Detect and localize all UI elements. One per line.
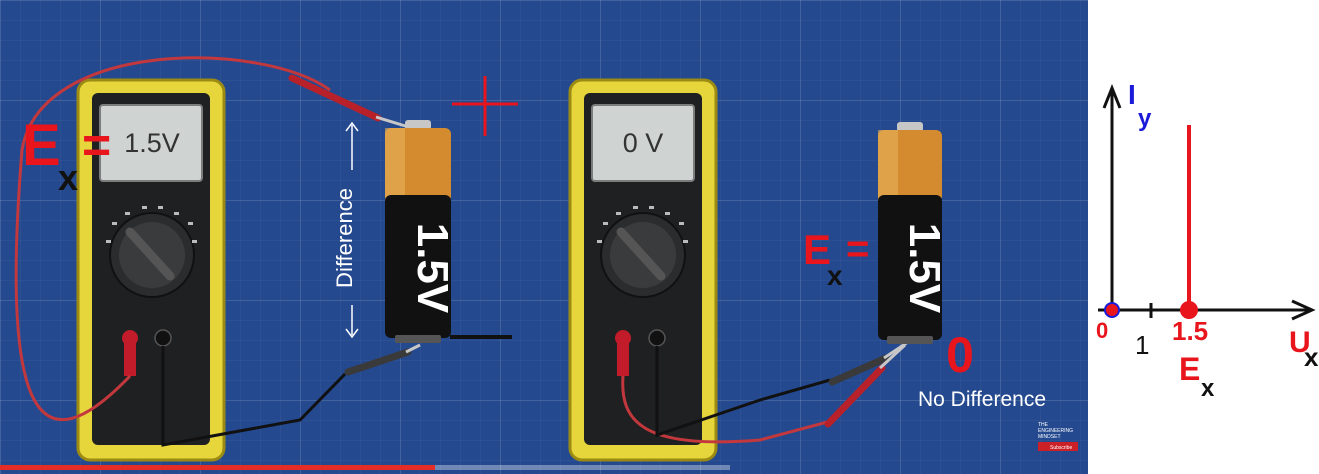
- left-battery: 1.5V: [385, 120, 457, 343]
- y-axis-label: I y: [1128, 79, 1152, 132]
- circuit-illustration: 1.5V: [0, 56, 1078, 470]
- tick-one-label: 1: [1135, 330, 1149, 360]
- left-battery-label: 1.5V: [408, 223, 457, 314]
- zero-difference-value: 0: [946, 327, 974, 383]
- right-battery-label: 1.5V: [900, 223, 949, 314]
- svg-text:MINDSET: MINDSET: [1038, 434, 1061, 440]
- svg-text:=: =: [82, 117, 111, 173]
- origin-label: 0: [1096, 318, 1108, 343]
- svg-text:ENGINEERING: ENGINEERING: [1038, 428, 1073, 434]
- svg-text:E: E: [22, 113, 61, 178]
- left-multimeter: 1.5V: [76, 78, 226, 462]
- difference-label: Difference: [332, 188, 357, 288]
- right-meter-display: 0 V: [623, 128, 664, 158]
- video-progress-bar[interactable]: [0, 465, 730, 470]
- point-ex-label: E x: [1179, 351, 1215, 402]
- svg-text:THE: THE: [1038, 422, 1049, 428]
- svg-text:x: x: [58, 157, 78, 198]
- svg-text:y: y: [1138, 105, 1152, 132]
- channel-logo: THE ENGINEERING MINDSET Subscribe: [1038, 422, 1078, 451]
- origin-point: [1104, 302, 1120, 318]
- svg-text:x: x: [1304, 342, 1319, 372]
- svg-text:I: I: [1128, 79, 1136, 110]
- subscribe-button[interactable]: Subscribe: [1050, 445, 1072, 451]
- right-ex-annotation: E x =: [803, 226, 869, 291]
- left-meter-display: 1.5V: [124, 128, 180, 158]
- ex-point: [1180, 301, 1198, 319]
- progress-fill: [0, 465, 435, 470]
- left-ex-annotation: E x =: [22, 113, 111, 198]
- svg-text:E: E: [803, 226, 831, 273]
- plus-sign: [452, 76, 518, 136]
- point-value-label: 1.5: [1172, 316, 1208, 346]
- no-difference-label: No Difference: [918, 388, 1046, 411]
- blueprint-background: 1.5V: [0, 0, 1088, 474]
- svg-text:E: E: [1179, 351, 1200, 387]
- right-battery: 1.5V: [878, 122, 949, 344]
- iu-graph-panel: I y U x 0 1 1.5 E x: [1088, 0, 1319, 474]
- x-axis-label: U x: [1289, 326, 1319, 372]
- svg-text:x: x: [827, 260, 843, 291]
- svg-text:=: =: [846, 227, 869, 271]
- right-multimeter: 0 V: [568, 78, 718, 462]
- difference-arrow: Difference: [332, 121, 359, 339]
- iu-graph: I y U x 0 1 1.5 E x: [1096, 79, 1319, 402]
- svg-text:x: x: [1201, 375, 1215, 402]
- svg-text:U: U: [1289, 326, 1311, 359]
